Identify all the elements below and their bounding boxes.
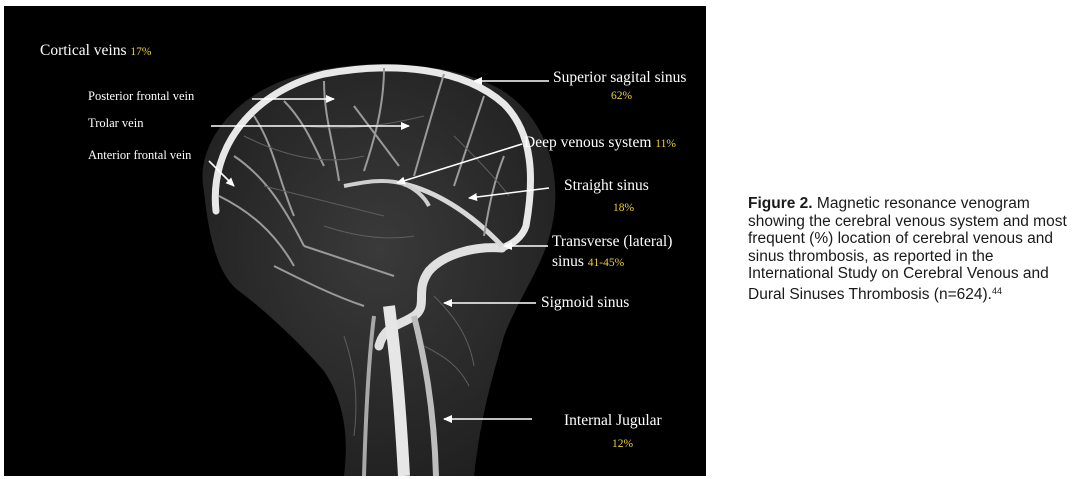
pct-deep-venous-system: 11% (655, 138, 676, 150)
pct-straight-sinus: 18% (613, 202, 635, 214)
arrow-deep-venous (396, 143, 523, 185)
internal-jugular-vessel (383, 305, 410, 476)
cortical-veins-network (218, 67, 505, 307)
mrv-image (202, 64, 556, 476)
caption-reference: 44 (991, 285, 1002, 296)
label-posterior-frontal-vein: Posterior frontal vein (88, 89, 195, 103)
label-internal-jugular: Internal Jugular (564, 412, 662, 429)
label-cortical-veins: Cortical veins 17% (40, 42, 152, 59)
arrow-straight-sinus (468, 187, 550, 201)
label-deep-venous-system: Deep venous system 11% (524, 134, 676, 151)
annotation-arrows (208, 77, 550, 423)
jugular-vessel-tertiary (362, 315, 376, 476)
superior-sagittal-sinus-vessel (211, 64, 535, 252)
label-trolar-vein: Trolar vein (88, 116, 144, 130)
label-sigmoid-sinus: Sigmoid sinus (541, 294, 630, 311)
label-straight-sinus: Straight sinus (564, 177, 649, 194)
mrv-figure: Cortical veins 17% Posterior frontal vei… (4, 6, 706, 476)
label-anterior-frontal-vein: Anterior frontal vein (88, 148, 192, 162)
jugular-vessel-secondary (411, 315, 439, 476)
caption-text: Magnetic resonance venogram showing the … (748, 195, 1067, 303)
figure-caption: Figure 2. Magnetic resonance venogram sh… (748, 195, 1078, 304)
label-superior-sagital-sinus: Superior sagital sinus (553, 69, 687, 86)
pct-superior-sagital-sinus: 62% (611, 90, 633, 102)
caption-label: Figure 2. (748, 195, 813, 212)
pct-cortical-veins: 17% (130, 46, 152, 58)
label-transverse-sinus-line2: sinus 41-45% (552, 253, 625, 270)
pct-transverse-sinus: 41-45% (587, 257, 625, 269)
pct-internal-jugular: 12% (612, 438, 634, 450)
label-transverse-sinus: Transverse (lateral) (552, 233, 673, 250)
arrow-anterior-frontal (208, 160, 235, 187)
